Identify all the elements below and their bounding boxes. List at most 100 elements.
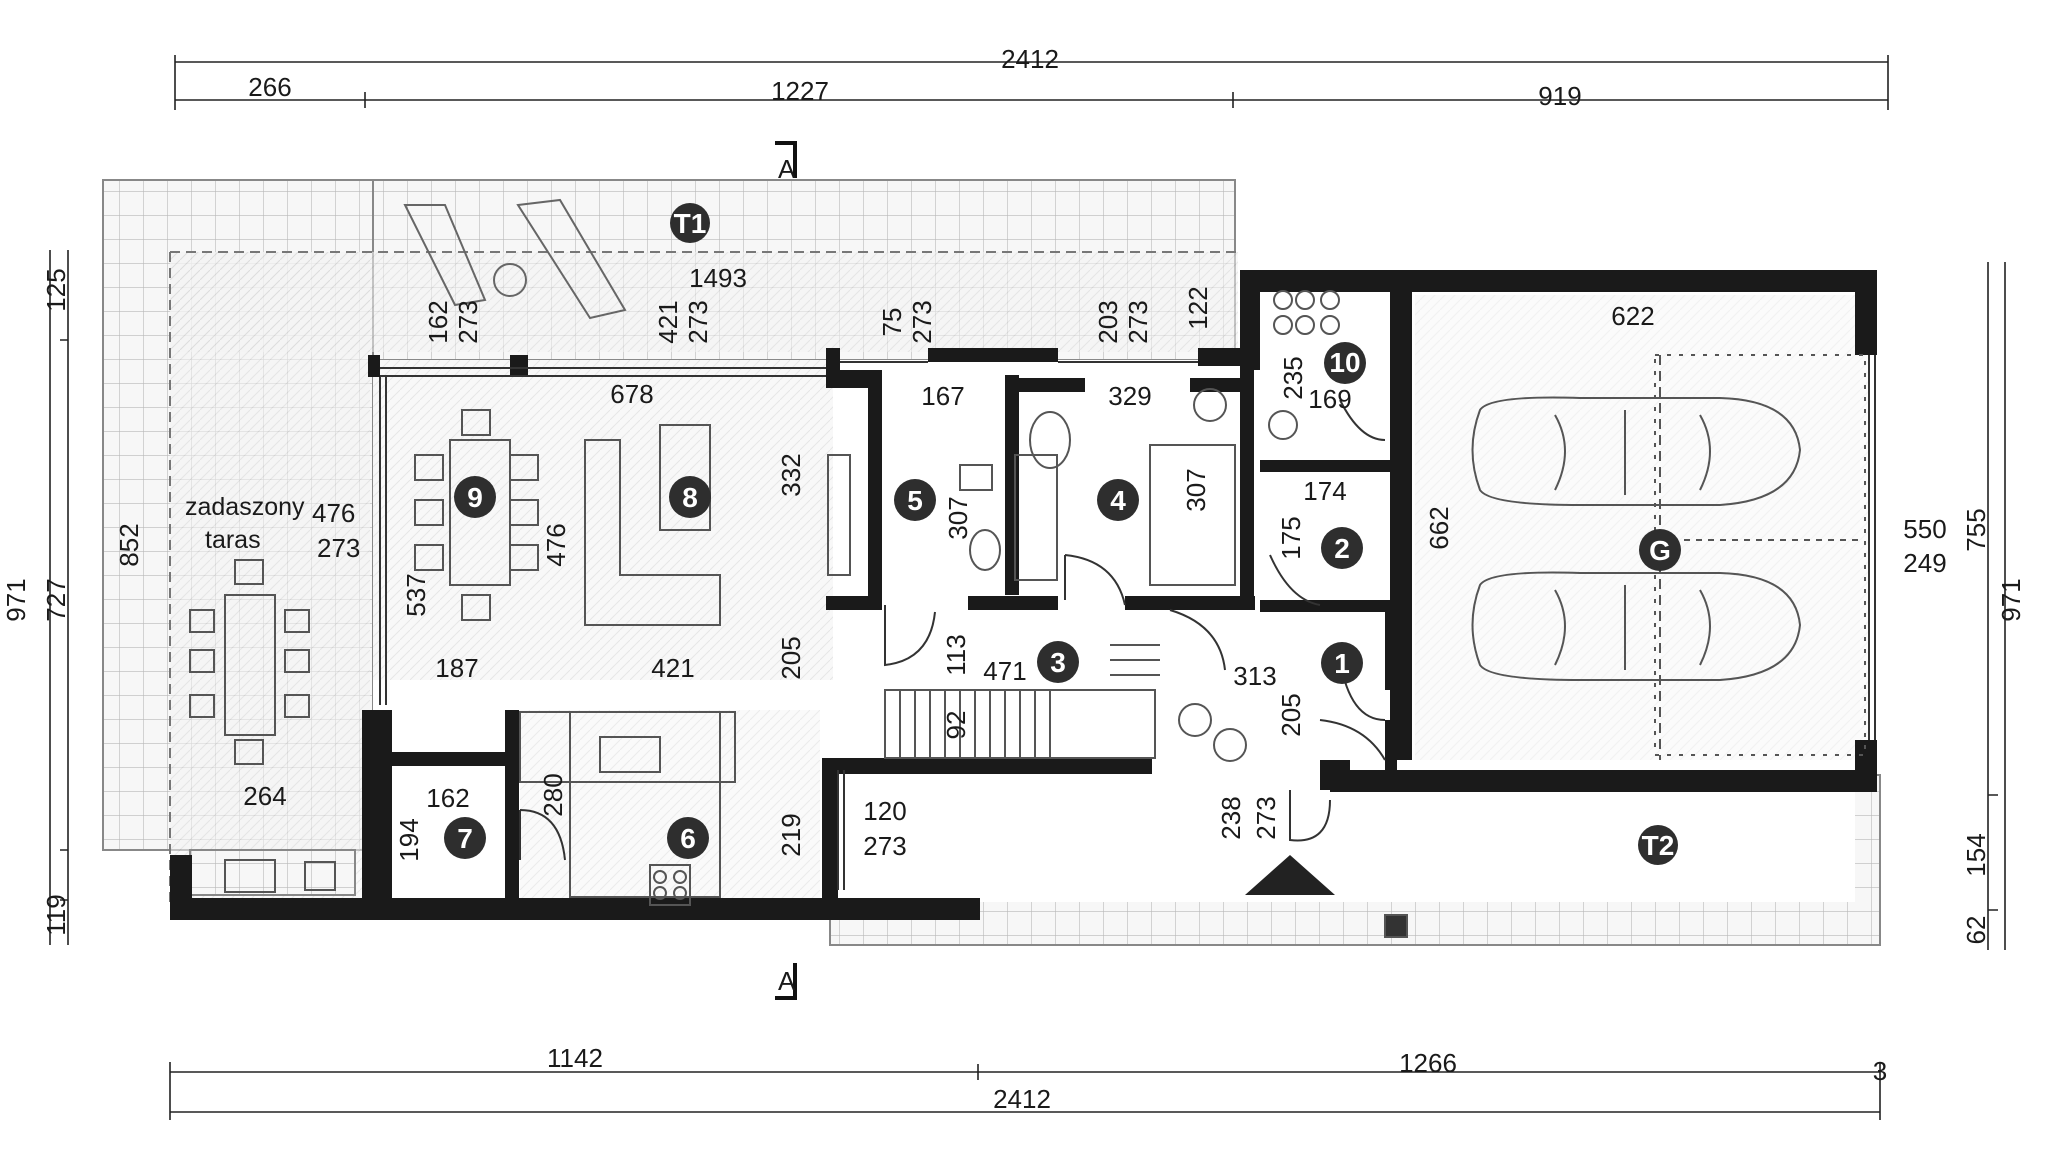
dim-label: 476 — [541, 523, 571, 566]
room-number: 4 — [1110, 485, 1126, 516]
room-number: 10 — [1329, 347, 1360, 378]
dim-label: 307 — [1181, 468, 1211, 511]
dim-label: 162 — [426, 783, 469, 813]
building-floor — [373, 270, 1880, 902]
terrace-dim: 476 — [312, 498, 355, 528]
dim-label: 249 — [1903, 548, 1946, 578]
room-badge-6: 6 — [667, 817, 709, 859]
section-label-bottom: A — [778, 966, 796, 996]
dim-label: 622 — [1611, 301, 1654, 331]
dim-label: 313 — [1233, 661, 1276, 691]
dim-label: 273 — [453, 300, 483, 343]
dim-label: 471 — [983, 656, 1026, 686]
walls — [170, 270, 1877, 920]
dim-top-seg: 919 — [1538, 81, 1581, 111]
terrace-t1-area — [102, 179, 1238, 902]
room-badge-4: 4 — [1097, 479, 1139, 521]
dim-terrace-width: 1493 — [689, 263, 747, 293]
room-badges: T1 T2 G 1 2 3 4 5 6 7 8 9 10 — [444, 203, 1681, 865]
dim-top-seg: 266 — [248, 72, 291, 102]
dim-left: 852 — [114, 523, 144, 566]
dim-bottom-overall: 2412 — [993, 1084, 1051, 1114]
dim-bottom-seg: 1266 — [1399, 1048, 1457, 1078]
room-number: 5 — [907, 485, 923, 516]
dim-right: 62 — [1961, 916, 1991, 945]
dim-label: 550 — [1903, 514, 1946, 544]
doors — [519, 399, 1386, 861]
dimensions-left: 125 852 971 727 119 — [1, 268, 144, 935]
dim-label: 273 — [1251, 796, 1281, 839]
room-badge-9: 9 — [454, 476, 496, 518]
dim-label: 187 — [435, 653, 478, 683]
dim-label: 175 — [1276, 516, 1306, 559]
dim-label: 205 — [1276, 693, 1306, 736]
dim-left: 125 — [41, 268, 71, 311]
terrace-dim: 273 — [317, 533, 360, 563]
dim-label: 273 — [1123, 300, 1153, 343]
room-number: T1 — [674, 208, 707, 239]
terrace-label-line: zadaszony — [185, 493, 305, 521]
inner-dimensions: 1493 162 273 421 273 75 273 203 273 122 … — [243, 263, 1946, 862]
dimensions-top: 2412 266 1227 919 — [248, 44, 1581, 111]
room-number: 1 — [1334, 648, 1350, 679]
dim-label: 332 — [776, 453, 806, 496]
dim-label: 174 — [1303, 476, 1346, 506]
dim-right: 755 — [1961, 508, 1991, 551]
dim-bottom-seg: 1142 — [547, 1043, 603, 1073]
dim-label: 113 — [941, 634, 971, 675]
dim-right: 971 — [1996, 578, 2026, 621]
terrace-label: zadaszony taras 476 273 — [185, 493, 360, 563]
room-badge-1: 1 — [1321, 642, 1363, 684]
dim-label: 662 — [1424, 506, 1454, 549]
windows — [379, 355, 1876, 890]
room-badge-t1: T1 — [670, 203, 710, 243]
dim-label: 273 — [863, 831, 906, 861]
section-marker-bottom: A — [775, 963, 797, 1000]
room-number: 8 — [682, 482, 698, 513]
room-badge-10: 10 — [1324, 342, 1366, 384]
room-number: 7 — [457, 823, 473, 854]
room-number: 6 — [680, 823, 696, 854]
dim-label: 75 — [877, 308, 907, 337]
room-number: G — [1649, 535, 1671, 566]
dim-label: 235 — [1278, 356, 1308, 399]
furniture — [189, 290, 1866, 938]
dim-label: 92 — [941, 711, 971, 740]
dimension-lines — [49, 55, 2006, 1120]
dim-label: 421 — [653, 300, 683, 343]
dim-label: 421 — [651, 653, 694, 683]
dim-label: 280 — [538, 773, 568, 816]
dim-label: 329 — [1108, 381, 1151, 411]
entrance-arrow-icon — [1245, 855, 1335, 895]
dim-label: 273 — [907, 300, 937, 343]
dim-label: 162 — [423, 300, 453, 343]
dim-left: 119 — [41, 894, 71, 935]
dim-label: 169 — [1308, 384, 1351, 414]
dim-label: 264 — [243, 781, 286, 811]
sun-lounger-icon — [403, 198, 627, 320]
dim-label: 167 — [921, 381, 964, 411]
room-number: T2 — [1642, 830, 1675, 861]
dim-label: 219 — [776, 813, 806, 856]
room-badge-8: 8 — [669, 476, 711, 518]
room-badge-5: 5 — [894, 479, 936, 521]
dim-label: 238 — [1216, 796, 1246, 839]
dim-bottom-seg: 3 — [1873, 1056, 1887, 1086]
dim-left: 971 — [1, 578, 31, 621]
dim-right: 154 — [1961, 833, 1991, 876]
dim-label: 537 — [401, 573, 431, 616]
section-marker-top: A — [775, 141, 797, 184]
dim-top-seg: 1227 — [771, 76, 829, 106]
room-badge-3: 3 — [1037, 641, 1079, 683]
dim-label: 678 — [610, 379, 653, 409]
room-badge-7: 7 — [444, 817, 486, 859]
dim-label: 273 — [683, 300, 713, 343]
dim-label: 122 — [1183, 286, 1213, 329]
room-badge-2: 2 — [1321, 527, 1363, 569]
room-number: 9 — [467, 482, 483, 513]
section-label-top: A — [778, 154, 796, 184]
dim-label: 203 — [1093, 300, 1123, 343]
dimensions-right: 755 971 154 62 — [1961, 508, 2026, 944]
room-badge-t2: T2 — [1638, 825, 1678, 865]
